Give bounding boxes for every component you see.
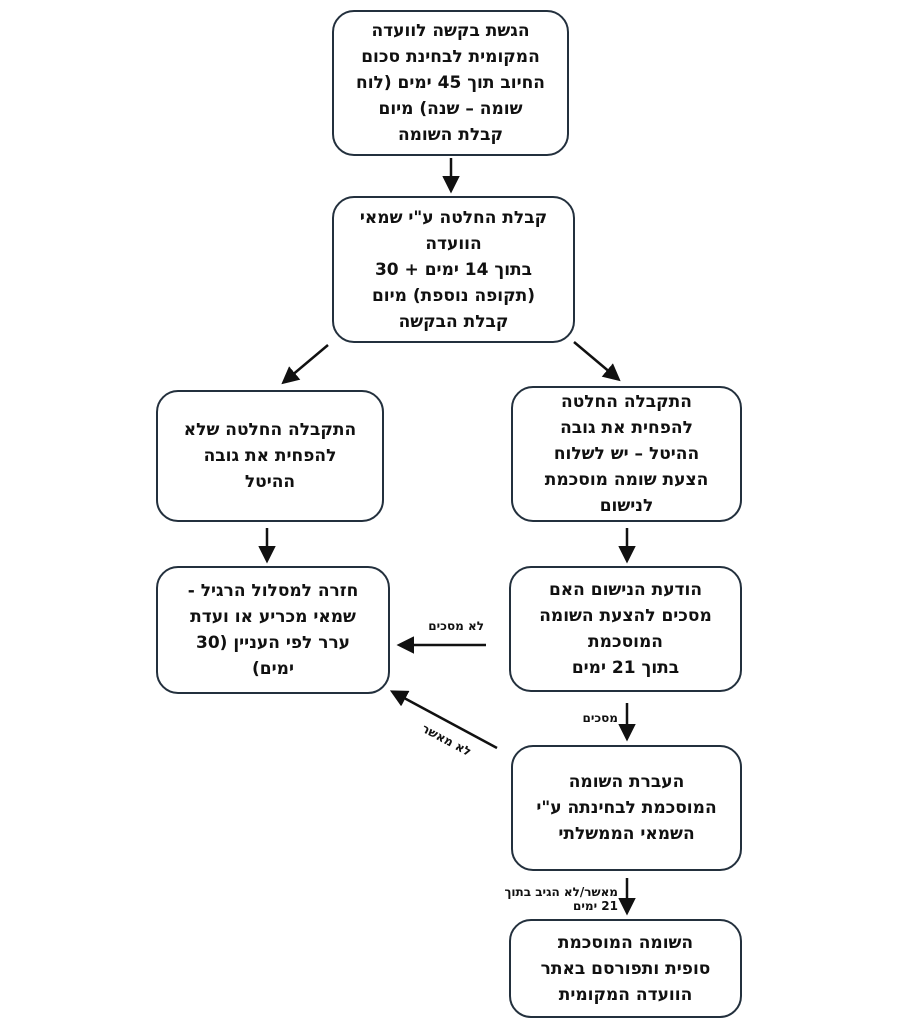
node-return-to-regular-track: חזרה למסלול הרגיל - שמאי מכריע או ועדת ע… — [156, 566, 390, 694]
arrow-n2-to-n3 — [573, 341, 621, 382]
node-transfer-to-government-appraiser: העברת השומה המוסכמת לבחינתה ע"י השמאי המ… — [511, 745, 742, 871]
edge-label-not-agree: לא מסכים — [428, 619, 484, 633]
node-decision-not-to-reduce: התקבלה החלטה שלא להפחית את גובה ההיטל — [156, 390, 384, 522]
node-taxpayer-notice: הודעת הנישום האם מסכים להצעת השומה המוסכ… — [509, 566, 742, 692]
node-final-agreed-assessment: השומה המוסכמת סופית ותפורסם באתר הוועדה … — [509, 919, 742, 1018]
edge-label-approved-or-no-reply: מאשר/לא הגיב בתוך 21 ימים — [504, 885, 618, 913]
arrow-n2-to-n4 — [281, 344, 329, 385]
edge-label-agree: מסכים — [582, 711, 618, 725]
arrow-n7-to-n6 — [389, 690, 498, 750]
node-submit-request: הגשת בקשה לוועדה המקומית לבחינת סכום החי… — [332, 10, 569, 156]
node-decision-to-reduce: התקבלה החלטה להפחית את גובה ההיטל – יש ל… — [511, 386, 742, 522]
node-decision-by-appraiser: קבלת החלטה ע"י שמאי הוועדה בתוך 14 ימים … — [332, 196, 575, 343]
